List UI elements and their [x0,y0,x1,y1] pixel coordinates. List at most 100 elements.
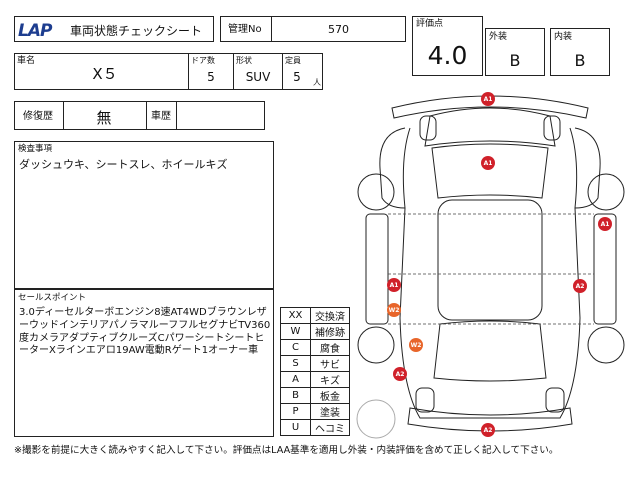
damage-mark-label: A1 [484,96,493,103]
damage-code-meaning: キズ [310,371,350,388]
spare-tire [356,399,396,439]
rear-bumper [407,407,573,432]
damage-mark: A1 [481,156,495,170]
damage-code: P [280,403,311,420]
damage-mark-label: A1 [390,282,399,289]
footer-note: ※撮影を前提に大きく読みやすく記入して下さい。評価点はLAA基準を適用し外装・内… [14,445,559,456]
damage-mark-label: W2 [411,342,422,349]
damage-mark: A1 [387,278,401,292]
doors-label: ドア数 [191,56,215,65]
damage-mark-label: A2 [484,427,493,434]
shape-label: 形状 [236,56,252,65]
model-label: 車名 [17,56,36,66]
right-rear-wheel [587,326,625,364]
model-divider [188,54,189,89]
management-number-box: 管理No 570 [220,16,406,42]
vehicle-history-divider-left [146,102,147,129]
right-front-fender [574,127,601,209]
body-outline [399,127,581,419]
damage-mark-dot [481,423,495,437]
vehicle-history-label: 車歴 [151,111,171,122]
model-value: X５ [92,65,118,83]
damage-mark-dot [387,278,401,292]
damage-mark: W2 [409,338,423,352]
damage-code: U [280,419,311,436]
capacity-value: 5 [293,70,301,84]
left-rear-wheel [357,326,395,364]
interior-rating-box: 内装 B [550,28,610,76]
damage-mark-label: A1 [484,160,493,167]
front-bumper [391,95,589,119]
damage-mark-label: W2 [389,307,400,314]
damage-mark: W2 [387,303,401,317]
damage-mark-dot [481,92,495,106]
damage-mark-dot [481,156,495,170]
repair-history-label: 修復歴 [23,111,53,122]
sales-points-text: 3.0ディーセルターボエンジン8速AT4WDブラウンレザーウッドインテリアパノラ… [19,307,271,357]
left-front-wheel [357,173,395,211]
damage-mark-dot [387,303,401,317]
damage-mark: A1 [481,92,495,106]
damage-mark: A2 [393,367,407,381]
title-box [14,16,214,42]
capacity-unit: 人 [313,78,321,87]
right-front-wheel [587,173,625,211]
sales-points-label: セールスポイント [18,293,87,303]
damage-mark-dot [393,367,407,381]
damage-code: W [280,323,311,340]
damage-code-meaning: 板金 [310,387,350,404]
damage-mark: A2 [573,279,587,293]
damage-code-meaning: 腐食 [310,339,350,356]
vehicle-history-divider-right [176,102,177,129]
left-door-panel [365,213,389,325]
vehicle-info-row: 車名 X５ ドア数 5 形状 SUV 定員 5 人 [14,53,323,90]
left-front-fender [379,127,406,209]
inspection-notes-label: 検査事項 [18,144,53,154]
left-rear-lamp [415,387,435,413]
shape-value: SUV [245,70,271,84]
left-front-lamp [419,115,437,141]
windshield [431,143,549,199]
hood-outline [424,107,556,147]
damage-mark-dot [573,279,587,293]
management-number-label: 管理No [228,24,262,35]
right-rear-lamp [545,387,565,413]
damage-mark: A1 [598,217,612,231]
right-front-lamp [543,115,561,141]
history-row: 修復歴 無 車歴 [14,101,265,130]
management-number-divider [271,17,272,41]
damage-code: B [280,387,311,404]
doors-value: 5 [207,70,215,84]
sheet-title: 車両状態チェックシート [70,24,203,38]
exterior-rating-box: 外装 B [485,28,545,76]
damage-mark-label: A2 [396,371,405,378]
damage-code: A [280,371,311,388]
damage-mark-dot [598,217,612,231]
exterior-rating-value: B [509,51,521,70]
damage-code: C [280,339,311,356]
roof [437,199,543,321]
damage-mark-dot [409,338,423,352]
damage-mark-label: A1 [601,221,610,228]
damage-code-meaning: サビ [310,355,350,372]
exterior-rating-label: 外装 [489,32,508,42]
spare-tire-diagram [356,399,396,439]
management-number-value: 570 [328,23,349,36]
capacity-label: 定員 [285,56,301,65]
overall-rating-value: 4.0 [427,41,468,70]
rear-window [433,320,547,382]
overall-rating-box: 評価点 4.0 [412,16,483,76]
shape-divider [282,54,283,89]
damage-mark: A2 [481,423,495,437]
damage-code: XX [280,307,311,324]
damage-code-meaning: ヘコミ [310,419,350,436]
overall-rating-label: 評価点 [416,19,444,29]
